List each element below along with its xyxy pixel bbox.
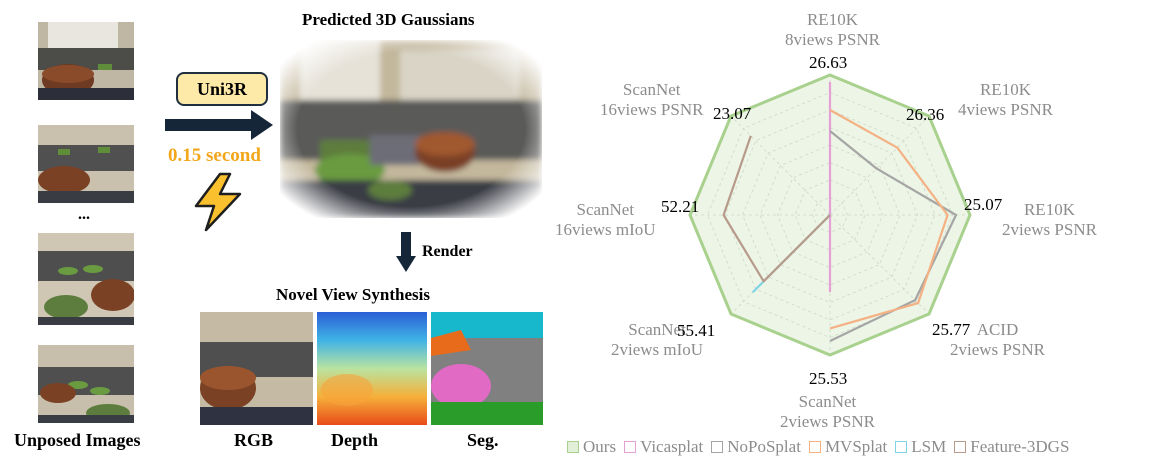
radar-spoke (730, 115, 831, 216)
axis-max-value-re10k-2views: 25.07 (964, 195, 1003, 214)
render-label: Render (422, 243, 473, 260)
series-mvsplat (829, 109, 949, 330)
depth-output-image (317, 312, 427, 425)
input-image-4 (38, 345, 134, 423)
series-noposplat (829, 130, 958, 342)
radar-spoke (730, 214, 831, 315)
radar-spoke (829, 214, 930, 315)
legend-item-feature-3dgs: Feature-3DGS (954, 437, 1069, 457)
input-caption: Unposed Images (14, 430, 141, 450)
legend-item-vicasplat: Vicasplat (624, 437, 703, 457)
legend-item-noposplat: NoPoSplat (711, 437, 801, 457)
axis-max-value-scannet-16views-psnr: 23.07 (713, 104, 752, 123)
axis-max-value-acid-2views: 25.77 (932, 320, 971, 339)
axis-max-value-scannet-2views-miou: 55.41 (677, 321, 716, 340)
radar-grid-ring (707, 92, 953, 338)
depth-caption: Depth (331, 430, 379, 450)
radar-grid-ring (724, 109, 936, 321)
legend-item-ours: Ours (567, 437, 616, 457)
input-image-3 (38, 233, 134, 325)
legend-item-mvsplat: MVSplat (808, 437, 887, 457)
model-label: Uni3R (196, 78, 247, 99)
seg-caption: Seg. (467, 430, 499, 450)
chart-legend: Ours Vicasplat NoPoSplat MVSplat LSM Fea… (567, 437, 1069, 457)
radar-spoke (829, 115, 930, 216)
timing-text: 0.15 second (168, 145, 261, 166)
axis-max-value-scannet-2views-psnr: 25.53 (809, 369, 848, 388)
input-image-2 (38, 125, 134, 203)
axis-max-value-scannet-16views-miou: 52.21 (661, 197, 700, 216)
nvs-title: Novel View Synthesis (276, 285, 430, 304)
legend-swatch-noposplat (711, 441, 724, 453)
lightning-icon (194, 172, 242, 232)
segmentation-output-image (431, 312, 543, 425)
legend-swatch-feature-3dgs (954, 441, 967, 453)
input-image-1 (38, 22, 134, 100)
gaussians-title: Predicted 3D Gaussians (302, 10, 475, 29)
ellipsis: ... (78, 206, 90, 223)
legend-item-lsm: LSM (895, 437, 946, 457)
legend-swatch-ours (567, 441, 579, 453)
axis-max-value-re10k-8views: 26.63 (809, 53, 848, 72)
model-box: Uni3R (176, 72, 268, 106)
radar-grid-ring (742, 127, 918, 303)
series-feature-3dgs (722, 135, 831, 283)
legend-swatch-lsm (895, 441, 908, 453)
gaussian-render-image (280, 40, 542, 218)
arrow-down-icon (396, 232, 416, 272)
arrow-right-icon (165, 110, 273, 140)
legend-swatch-vicasplat (624, 441, 637, 453)
rgb-caption: RGB (234, 430, 274, 450)
axis-max-value-re10k-4views: 26.36 (906, 105, 945, 124)
rgb-output-image (200, 312, 313, 425)
legend-swatch-mvsplat (808, 441, 821, 453)
